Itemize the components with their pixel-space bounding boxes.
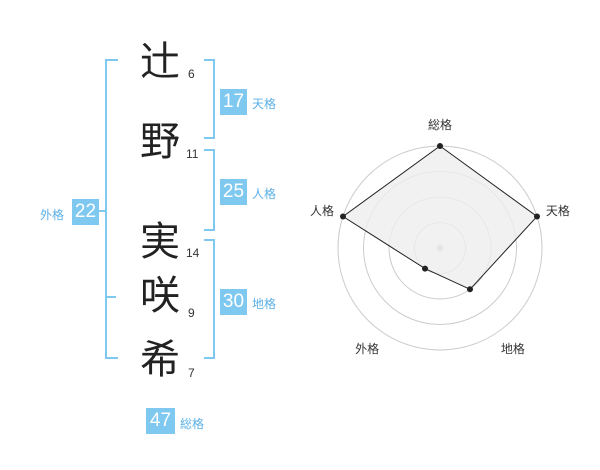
radar-axis-label-1: 総格 (427, 118, 452, 132)
soukaku-label: 総格 (180, 417, 205, 431)
radar-point-2 (534, 213, 541, 220)
chikaku-bracket (204, 239, 215, 359)
radar-axis-label-2: 天格 (545, 203, 570, 218)
radar-axis-label-3: 地格 (500, 342, 525, 357)
tenkaku-value: 17 (220, 89, 247, 115)
radar-point-5 (339, 213, 346, 220)
name-char-4: 咲 (140, 273, 180, 319)
stroke-count-2: 11 (186, 147, 199, 161)
name-char-1: 辻 (140, 39, 180, 85)
stroke-count-5: 7 (188, 366, 195, 380)
name-char-5: 希 (140, 337, 180, 383)
jinkaku-label: 人格 (252, 187, 277, 201)
jinkaku-bracket (204, 149, 215, 231)
stroke-count-1: 6 (188, 67, 195, 81)
radar-axis-label-4: 外格 (355, 342, 380, 357)
soukaku-value: 47 (146, 408, 175, 434)
stroke-count-3: 14 (186, 246, 200, 260)
radar-axis-label-5: 人格 (310, 203, 335, 218)
gaikaku-label: 外格 (40, 208, 65, 222)
gaikaku-value: 22 (72, 199, 99, 225)
radar-point-3 (466, 286, 473, 293)
tenkaku-bracket (204, 59, 215, 139)
chikaku-value: 30 (220, 289, 247, 315)
radar-point-1 (437, 143, 443, 149)
radar-series-shape (342, 145, 538, 290)
name-char-3: 実 (140, 219, 180, 265)
jinkaku-value: 25 (220, 179, 247, 205)
stroke-count-4: 9 (188, 306, 195, 320)
radar-point-4 (422, 265, 429, 272)
chikaku-label: 地格 (252, 297, 277, 311)
gaikaku-bracket (105, 59, 118, 359)
name-char-2: 野 (140, 119, 180, 165)
tenkaku-label: 天格 (252, 97, 277, 111)
